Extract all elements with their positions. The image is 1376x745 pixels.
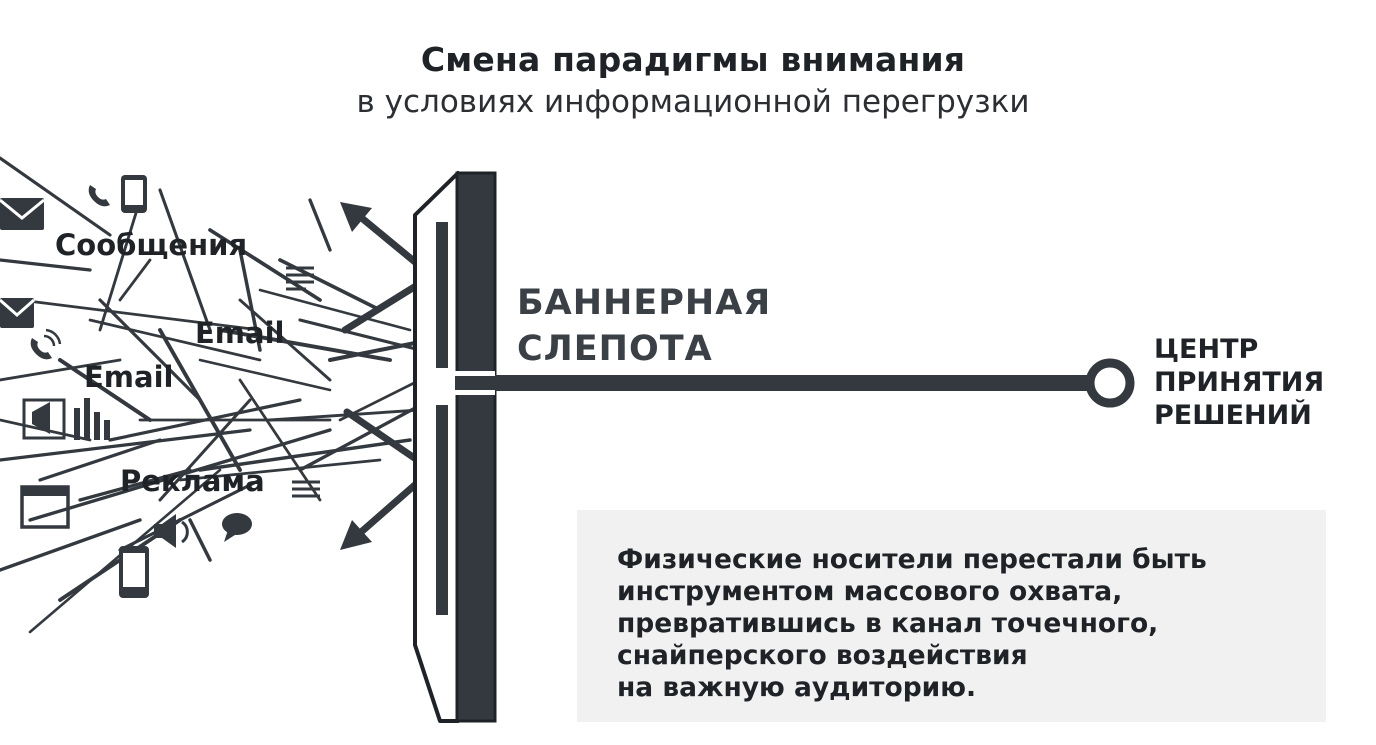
note-line: снайперского воздействия bbox=[617, 640, 1028, 671]
banner-blindness-label: БАННЕРНАЯ СЛЕПОТА bbox=[517, 280, 771, 372]
noise-line bbox=[38, 438, 162, 482]
noise-line bbox=[0, 258, 92, 272]
noise-line bbox=[298, 398, 432, 472]
document-icon bbox=[286, 266, 314, 291]
noise-line bbox=[18, 298, 262, 332]
noise-tangle bbox=[0, 156, 432, 634]
note-panel: Физические носители перестали быть инстр… bbox=[577, 510, 1326, 722]
noise-line bbox=[58, 358, 152, 422]
smartphone-icon bbox=[119, 546, 149, 598]
decision-center-target bbox=[1085, 358, 1135, 408]
noise-line bbox=[238, 298, 332, 382]
noise-line bbox=[0, 358, 122, 382]
decision-center-label: ЦЕНТР ПРИНЯТИЯ РЕШЕНИЙ bbox=[1154, 333, 1324, 432]
noise-line bbox=[98, 198, 142, 332]
target-label-line3: РЕШЕНИЙ bbox=[1154, 400, 1312, 431]
note-line: на важную аудиторию. bbox=[617, 672, 977, 703]
banner-blindness-wall bbox=[413, 171, 497, 723]
chat-bubble-icon bbox=[222, 513, 252, 542]
noise-line bbox=[0, 156, 112, 237]
label-messages: Сообщения bbox=[55, 228, 248, 262]
noise-line bbox=[78, 468, 192, 502]
phone-icon bbox=[30, 328, 62, 360]
target-label-line1: ЦЕНТР bbox=[1154, 334, 1259, 365]
speaker-icon bbox=[154, 514, 189, 548]
megaphone-icon bbox=[22, 398, 66, 440]
noise-line bbox=[118, 478, 262, 552]
noise-line bbox=[98, 298, 202, 402]
deflect-arrowhead-top bbox=[340, 202, 372, 232]
noise-line bbox=[158, 398, 252, 502]
envelope-icon bbox=[0, 198, 45, 230]
note-text: Физические носители перестали быть инстр… bbox=[617, 544, 1307, 704]
noise-line bbox=[258, 288, 412, 332]
window-icon bbox=[20, 485, 70, 529]
noise-line bbox=[308, 198, 332, 252]
note-line: Физические носители перестали быть bbox=[617, 544, 1207, 575]
bar-chart-icon bbox=[74, 398, 110, 440]
noise-line bbox=[158, 188, 212, 332]
target-label-line2: ПРИНЯТИЯ bbox=[1154, 367, 1325, 398]
label-email-upper: Email bbox=[195, 316, 285, 350]
noise-line bbox=[0, 428, 252, 462]
label-ads: Реклама bbox=[120, 464, 265, 498]
piercing-line bbox=[455, 375, 1095, 391]
noise-line bbox=[268, 408, 422, 422]
note-line: инструментом массового охвата, bbox=[617, 576, 1123, 607]
noise-line bbox=[178, 458, 382, 482]
noise-line bbox=[238, 248, 262, 352]
note-line: превратившись в канал точечного, bbox=[617, 608, 1159, 639]
noise-line bbox=[188, 518, 212, 562]
noise-line bbox=[198, 358, 332, 392]
document-icon bbox=[292, 480, 320, 498]
noise-line bbox=[158, 328, 242, 472]
noise-line bbox=[88, 318, 262, 362]
envelope-icon bbox=[0, 298, 35, 328]
noise-line bbox=[28, 428, 332, 522]
label-email-lower: Email bbox=[84, 360, 174, 394]
deflect-arrowhead-bottom bbox=[340, 520, 372, 550]
page-title: Смена парадигмы внимания bbox=[420, 40, 966, 79]
phone-icon bbox=[88, 185, 110, 207]
banner-label-line2: СЛЕПОТА bbox=[517, 329, 713, 369]
smartphone-icon bbox=[121, 175, 147, 213]
noise-line bbox=[118, 258, 152, 302]
page-subtitle: в условиях информационной перегрузки bbox=[356, 84, 1030, 120]
noise-line bbox=[0, 518, 142, 572]
noise-line bbox=[238, 378, 322, 502]
banner-label-line1: БАННЕРНАЯ bbox=[517, 283, 772, 323]
